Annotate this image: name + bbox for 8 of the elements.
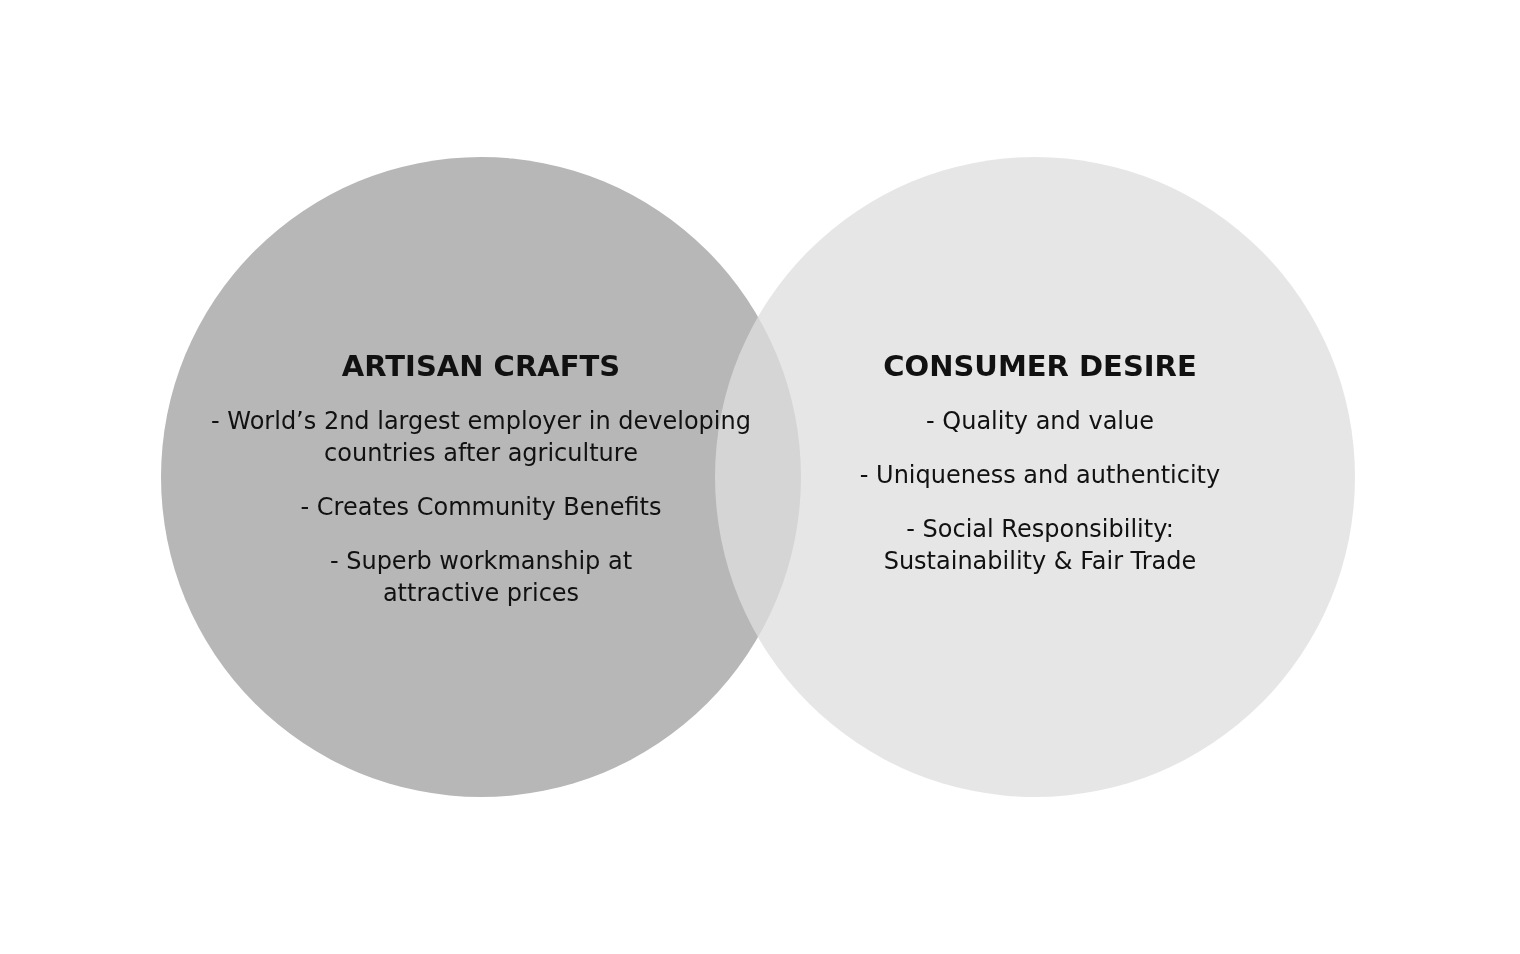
bullet-text: - Social Responsibility: Sustainability & Fair Trade: [882, 514, 1198, 577]
circle-heading: CONSUMER DESIRE: [883, 349, 1197, 383]
bullet-text: - Uniqueness and authenticity: [858, 460, 1222, 491]
bullet-text: - Quality and value: [925, 406, 1155, 437]
circle-heading: ARTISAN CRAFTS: [341, 349, 621, 383]
bullet-text: - Superb workmanship at attractive prices: [328, 546, 634, 609]
bullet-text: - World’s 2nd largest employer in developing countries after agriculture: [211, 406, 751, 469]
bullet-text: - Creates Community Benefits: [299, 492, 663, 523]
